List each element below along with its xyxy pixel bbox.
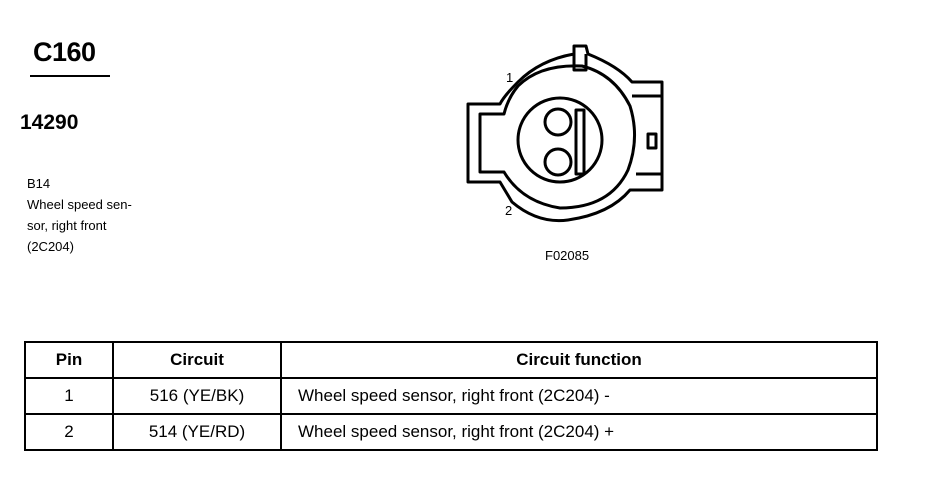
title-underline (30, 75, 110, 77)
table-row: 1 516 (YE/BK) Wheel speed sensor, right … (24, 377, 878, 415)
part-number: 14290 (20, 111, 79, 134)
diagram-pin-label: 2 (505, 203, 513, 218)
pin-1-cavity (543, 107, 573, 137)
connector-blade (574, 108, 586, 176)
diagram-pin-label: 1 (506, 70, 514, 85)
component-line: (2C204) (27, 239, 74, 254)
figure-code: F02085 (545, 248, 590, 263)
pin-cell: 1 (24, 377, 114, 415)
function-cell: Wheel speed sensor, right front (2C204) … (280, 413, 878, 451)
table-header-row: Pin Circuit Circuit function (24, 341, 878, 379)
function-cell: Wheel speed sensor, right front (2C204) … (280, 377, 878, 415)
connector-face-diagram (466, 44, 664, 223)
connector-latch (646, 132, 658, 150)
connector-key-notch (572, 54, 588, 72)
component-line: Wheel speed sen- (27, 197, 132, 212)
pin-2-cavity (543, 147, 573, 177)
component-line: sor, right front (27, 218, 107, 233)
connector-id: C160 (33, 37, 96, 67)
connector-inner-wall (478, 64, 637, 210)
connector-housing-outline (466, 44, 664, 223)
table-row: 2 514 (YE/RD) Wheel speed sensor, right … (24, 413, 878, 451)
column-header-circuit: Circuit (112, 341, 282, 379)
pinout-table: Pin Circuit Circuit function 1 516 (YE/B… (24, 341, 878, 451)
pin-cell: 2 (24, 413, 114, 451)
column-header-pin: Pin (24, 341, 114, 379)
component-description: B14 Wheel speed sen- sor, right front (2… (27, 173, 132, 257)
column-header-circuit-function: Circuit function (280, 341, 878, 379)
component-code: B14 (27, 176, 51, 191)
circuit-cell: 514 (YE/RD) (112, 413, 282, 451)
connector-face-circle (516, 96, 604, 184)
circuit-cell: 516 (YE/BK) (112, 377, 282, 415)
